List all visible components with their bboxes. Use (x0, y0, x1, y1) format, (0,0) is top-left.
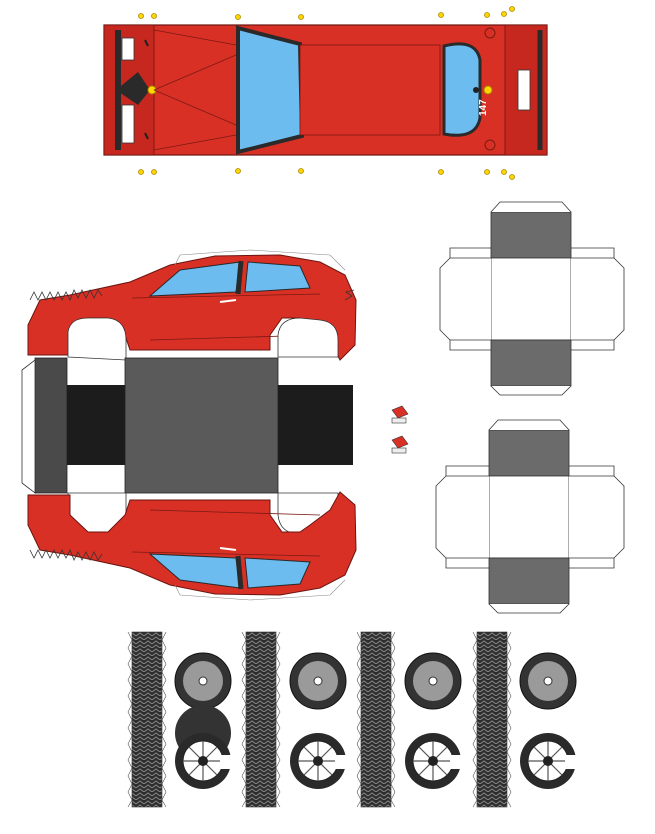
car-side-body-piece (21, 249, 357, 601)
support-box-2 (435, 419, 625, 614)
car-top-view-piece: 147 (103, 6, 548, 180)
wheel-set-3 (356, 631, 462, 808)
wheel-set-2 (241, 631, 347, 808)
car-badge-text: 147 (478, 99, 489, 116)
mirror-pieces (391, 405, 409, 454)
wheel-set-4 (472, 631, 577, 808)
wheel-set-1 (127, 631, 232, 808)
support-box-1 (439, 201, 625, 396)
alignment-pins (138, 6, 515, 180)
